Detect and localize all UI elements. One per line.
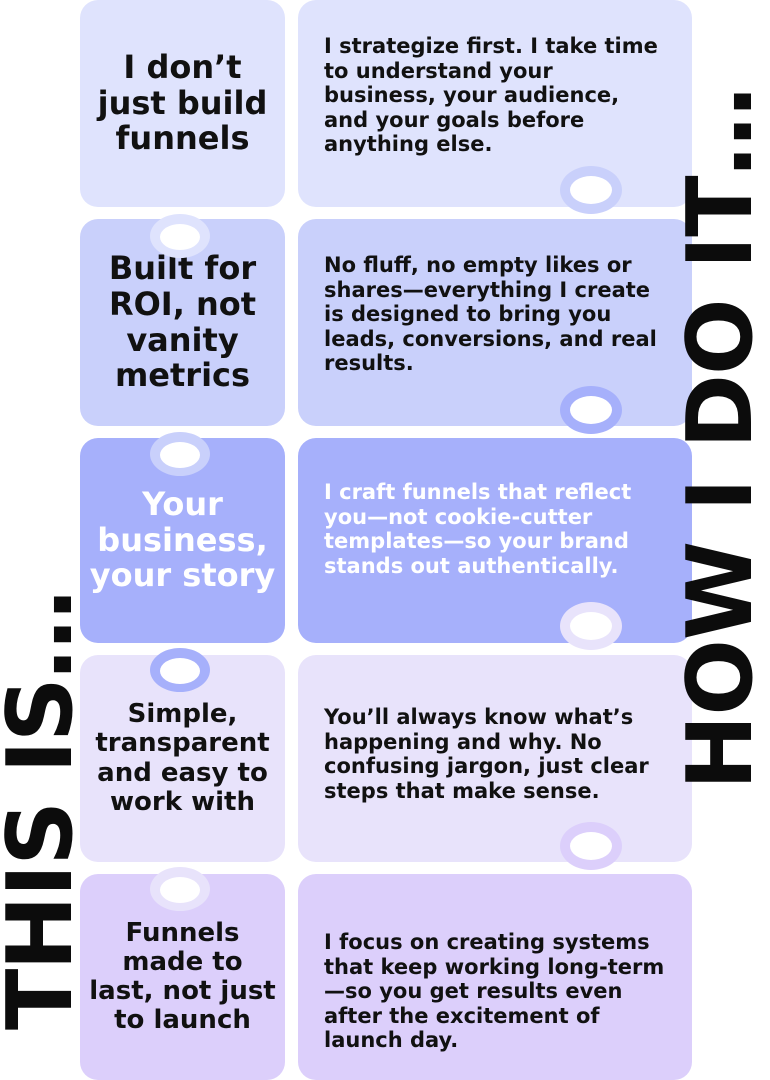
puzzle-knob-outline bbox=[160, 442, 200, 468]
left-title-2: Built for ROI, not vanity metrics bbox=[108, 248, 257, 395]
puzzle-piece-left-1: I don’t just build funnels bbox=[80, 0, 285, 207]
right-text-4: You’ll always know what’s happening and … bbox=[324, 705, 649, 803]
side-label-how-i-do-it: HOW I DO IT… bbox=[668, 87, 770, 790]
side-label-this-is: THIS IS… bbox=[0, 591, 93, 1030]
puzzle-piece-right-3: I craft funnels that reflect you—not coo… bbox=[298, 438, 692, 643]
right-text-5: I focus on creating systems that keep wo… bbox=[324, 930, 665, 1053]
puzzle-knob-outline bbox=[570, 612, 612, 640]
right-text-3: I craft funnels that reflect you—not coo… bbox=[324, 480, 632, 578]
puzzle-knob-outline bbox=[570, 176, 612, 204]
puzzle-knob-outline bbox=[160, 224, 200, 250]
right-text-1: I strategize first. I take time to under… bbox=[324, 34, 658, 157]
puzzle-piece-right-5: I focus on creating systems that keep wo… bbox=[298, 874, 692, 1080]
puzzle-knob-outline bbox=[160, 658, 200, 684]
puzzle-knob-outline bbox=[160, 877, 200, 903]
puzzle-knob-outline bbox=[570, 832, 612, 860]
puzzle-knob-outline bbox=[570, 396, 612, 424]
puzzle-piece-right-1: I strategize first. I take time to under… bbox=[298, 0, 692, 207]
left-title-5: Funnels made to last, not just to launch bbox=[89, 917, 276, 1036]
right-text-2: No fluff, no empty likes or shares—every… bbox=[324, 253, 657, 376]
puzzle-piece-left-4: Simple, transparent and easy to work wit… bbox=[80, 655, 285, 862]
left-title-3: Your business, your story bbox=[89, 484, 276, 595]
left-title-1: I don’t just build funnels bbox=[97, 47, 268, 158]
puzzle-piece-right-4: You’ll always know what’s happening and … bbox=[298, 655, 692, 862]
left-title-4: Simple, transparent and easy to work wit… bbox=[95, 699, 270, 817]
puzzle-piece-right-2: No fluff, no empty likes or shares—every… bbox=[298, 219, 692, 426]
